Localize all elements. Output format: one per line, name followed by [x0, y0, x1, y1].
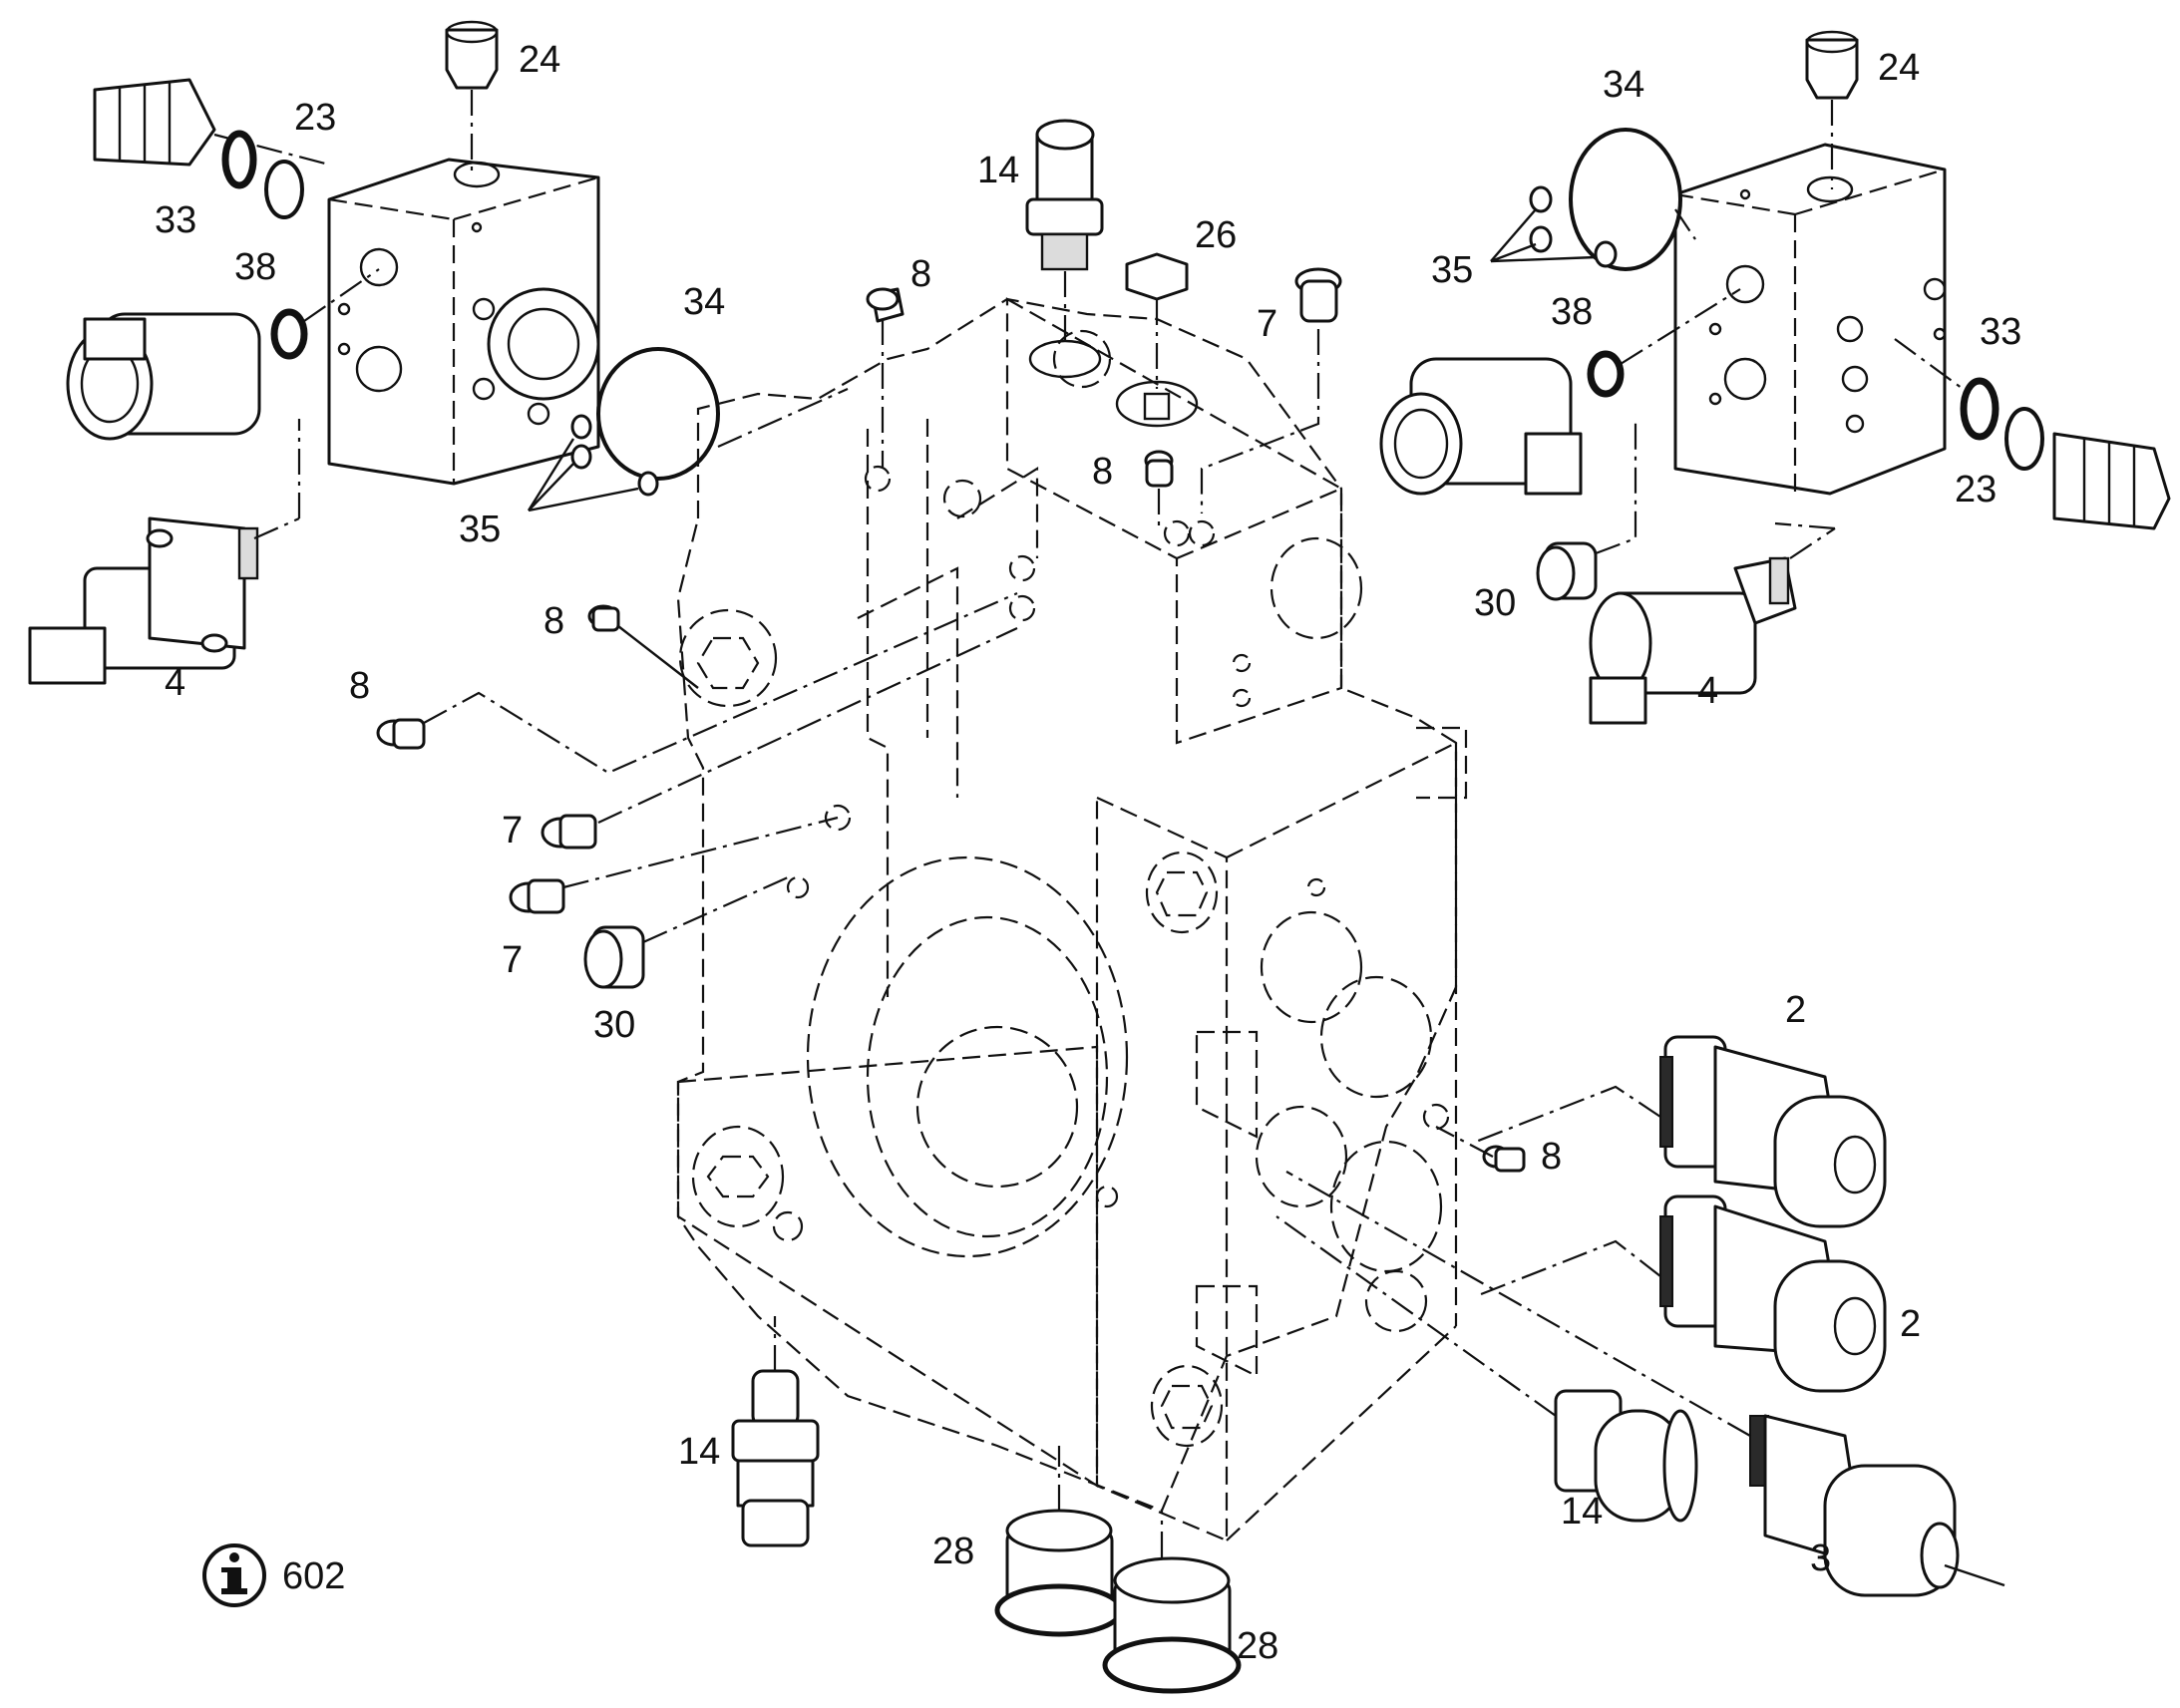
right-solenoid-cartridge	[1894, 338, 2171, 530]
o-ring-33-left	[221, 130, 257, 189]
callout-8-top: 8	[910, 253, 931, 295]
callout-38-left: 38	[234, 246, 276, 288]
callout-35-right: 35	[1431, 249, 1473, 291]
plug-26	[1115, 252, 1199, 428]
callout-23-right: 23	[1955, 469, 1997, 511]
left-solenoid-cartridge	[93, 78, 330, 167]
pressure-sensor-14-bottom-left	[731, 1316, 820, 1547]
left-solenoid-coil	[66, 268, 380, 441]
callout-labels: 24 23 33 38 34 35 4 8 14 26 7 8 8 8 7 7 …	[155, 39, 2021, 1667]
callout-14-top: 14	[977, 150, 1019, 191]
temperature-sensor-3	[1285, 1171, 2005, 1597]
callout-7-left-lower: 7	[502, 939, 523, 981]
callout-2-lower: 2	[1900, 1303, 1921, 1345]
plug-30-right	[1536, 419, 1637, 601]
plug-8-mid	[1144, 450, 1174, 528]
o-rings-35-right	[1490, 185, 1618, 268]
plug-8-left-lower	[376, 591, 1018, 775]
pressure-valve-2-lower	[1475, 1195, 1887, 1393]
callout-14-bottom-right: 14	[1561, 1491, 1603, 1533]
plug-7-top	[1200, 267, 1342, 513]
pressure-valve-2-upper	[1475, 1035, 1887, 1228]
callout-4-right: 4	[1697, 670, 1718, 712]
pressure-sensor-14-top	[1025, 119, 1104, 379]
callout-30-left: 30	[593, 1004, 635, 1046]
gasket-34-left	[596, 347, 720, 481]
callout-35-left: 35	[459, 509, 501, 550]
callout-8-mid: 8	[1092, 451, 1113, 493]
plug-24-left	[445, 20, 499, 174]
callout-28-left: 28	[932, 1531, 974, 1572]
callout-23-left: 23	[294, 97, 336, 139]
o-ring-23-right	[2004, 407, 2044, 471]
o-ring-33-right	[1960, 377, 1999, 441]
callout-8-left-lower: 8	[349, 665, 370, 707]
pressure-sensor-14-bottom-right	[1275, 1215, 1698, 1523]
callout-33-left: 33	[155, 199, 196, 241]
main-valve-housing	[676, 297, 1468, 1542]
info-circle-icon	[202, 1543, 266, 1607]
cap-28-right	[1102, 1511, 1242, 1694]
o-rings-35-left	[527, 387, 849, 512]
callout-8-right: 8	[1541, 1136, 1562, 1178]
left-valve-block	[327, 158, 600, 486]
plug-30-left	[583, 875, 789, 989]
right-solenoid-valve	[1589, 521, 1836, 725]
callout-26: 26	[1195, 214, 1237, 256]
plug-7-left-lower	[509, 816, 839, 914]
callout-4-left: 4	[165, 662, 185, 704]
callout-24-left: 24	[519, 39, 560, 81]
gasket-34-right	[1569, 128, 1696, 271]
right-valve-block	[1673, 143, 1947, 496]
plug-8-right	[1435, 1126, 1526, 1173]
callout-34-left: 34	[683, 281, 725, 323]
callout-3: 3	[1810, 1537, 1831, 1579]
callout-24-right: 24	[1878, 47, 1920, 89]
callout-7-top: 7	[1257, 303, 1277, 345]
callout-2-upper: 2	[1785, 989, 1806, 1031]
callout-34-right: 34	[1603, 64, 1644, 106]
callout-28-right: 28	[1237, 1625, 1278, 1667]
info-reference-number: 602	[282, 1555, 345, 1597]
info-reference: 602	[202, 1543, 345, 1607]
cap-28-left	[994, 1446, 1124, 1637]
callout-8-left-upper: 8	[544, 600, 564, 642]
callout-38-right: 38	[1551, 291, 1593, 333]
right-solenoid-coil	[1379, 288, 1741, 496]
plug-7-left-upper	[541, 627, 1018, 850]
plug-8-top	[866, 287, 905, 469]
o-ring-23-left	[264, 160, 304, 219]
plug-24-right	[1805, 30, 1859, 189]
callout-30-right: 30	[1474, 582, 1516, 624]
plug-8-left-upper	[587, 604, 699, 689]
left-solenoid-valve	[28, 419, 301, 685]
callout-33-right: 33	[1980, 311, 2021, 353]
callout-14-bottom-left: 14	[678, 1431, 720, 1473]
callout-7-left-upper: 7	[502, 810, 523, 852]
